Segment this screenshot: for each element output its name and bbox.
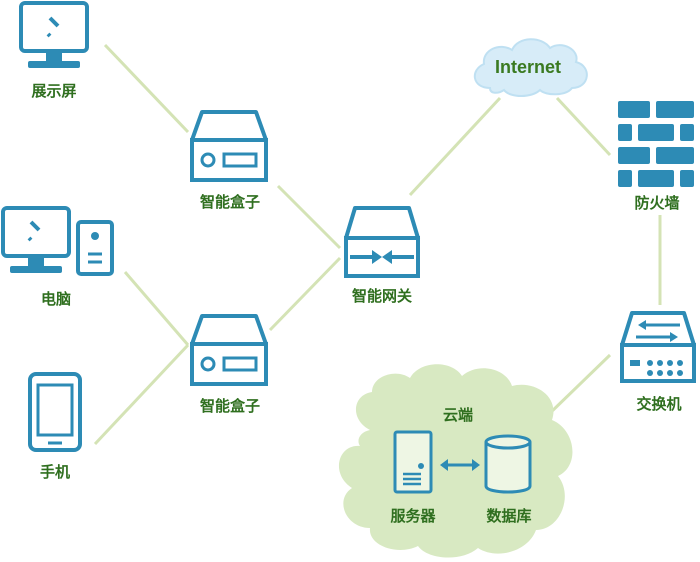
cloud-label: 云端 [443,406,473,424]
smart-box-icon [190,314,268,386]
phone-label: 手机 [40,463,70,481]
gateway-label: 智能网关 [352,287,412,305]
server-icon [393,430,433,494]
display-label: 展示屏 [31,82,76,100]
phone-icon [28,372,82,452]
display-icon [19,1,89,68]
double-arrow-icon [440,459,480,471]
edge-phone-box [93,343,190,446]
database-icon [484,434,532,494]
edge-gateway-internet [408,96,502,197]
edge-display-box [103,43,190,134]
internet-label: Internet [495,57,561,77]
gateway-icon [344,206,420,278]
connections [93,43,662,446]
internet-cloud-icon [474,38,588,97]
smart-box-top-label: 智能盒子 [200,193,260,211]
cloud-background [338,364,573,558]
database-label: 数据库 [486,507,531,525]
edge-computer-box [123,271,190,346]
edge-box-gateway-bottom [268,256,342,332]
smart-box-bottom-label: 智能盒子 [200,397,260,415]
server-label: 服务器 [390,507,436,525]
switch-icon [620,311,696,383]
firewall-icon [618,101,694,187]
edge-box-gateway-top [276,184,342,250]
computer-label: 电脑 [41,290,71,308]
firewall-label: 防火墙 [634,194,679,212]
edge-switch-cloud [546,353,612,417]
edge-internet-firewall [555,96,612,157]
computer-icon [1,206,114,276]
smart-box-icon [190,110,268,182]
switch-label: 交换机 [636,395,681,413]
